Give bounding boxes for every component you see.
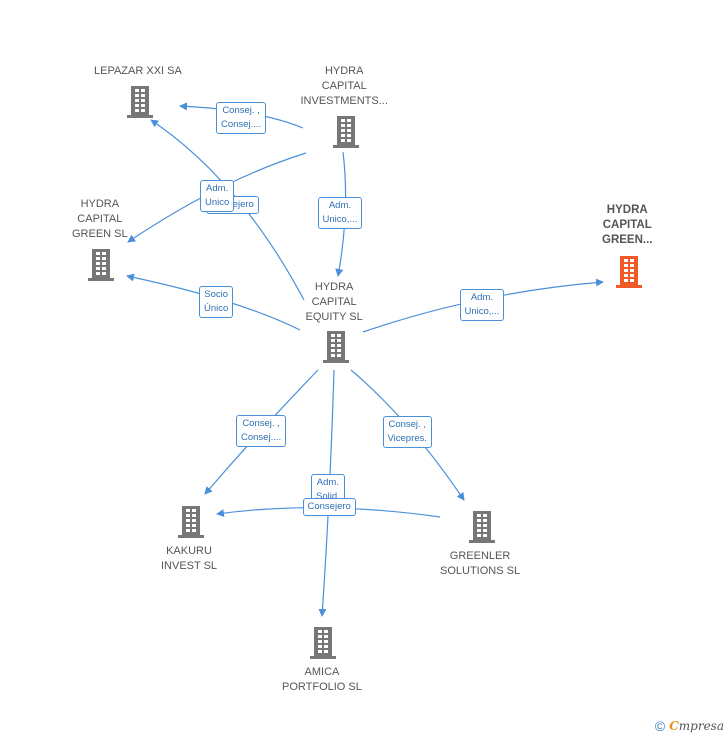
- hydra-investments-building-icon[interactable]: [331, 114, 361, 153]
- kakuru-building-icon[interactable]: [176, 504, 206, 543]
- copyright-symbol: ©: [654, 718, 666, 734]
- edge-label-inv-equity[interactable]: Adm.Unico,...: [317, 197, 363, 229]
- hydra-green-sl-building-icon[interactable]: [86, 247, 116, 286]
- lepazar-building-icon[interactable]: [125, 84, 155, 123]
- empresia-logo: Cmpresa: [669, 719, 724, 733]
- hydra-equity-building-icon[interactable]: [321, 329, 351, 368]
- edge-label-equity-greenler[interactable]: Consej. ,Vicepres.: [382, 416, 432, 448]
- hydra-green-focus-building-icon[interactable]: [614, 254, 644, 293]
- edge-label-inv-lepazar[interactable]: Consej. ,Consej....: [216, 102, 267, 134]
- greenler-building-icon[interactable]: [467, 509, 497, 548]
- edge-label-greensl-adm[interactable]: Adm.Unico: [200, 180, 235, 212]
- footer-credit: © Cmpresa: [655, 718, 724, 734]
- edge-label-greenler-kakuru[interactable]: Consejero: [302, 498, 356, 516]
- amica-building-icon[interactable]: [308, 625, 338, 664]
- lepazar-label[interactable]: LEPAZAR XXI SA: [94, 65, 182, 77]
- edge-label-equity-kakuru[interactable]: Consej. ,Consej....: [236, 415, 287, 447]
- edge-label-equity-focus[interactable]: Adm.Unico,...: [459, 289, 505, 321]
